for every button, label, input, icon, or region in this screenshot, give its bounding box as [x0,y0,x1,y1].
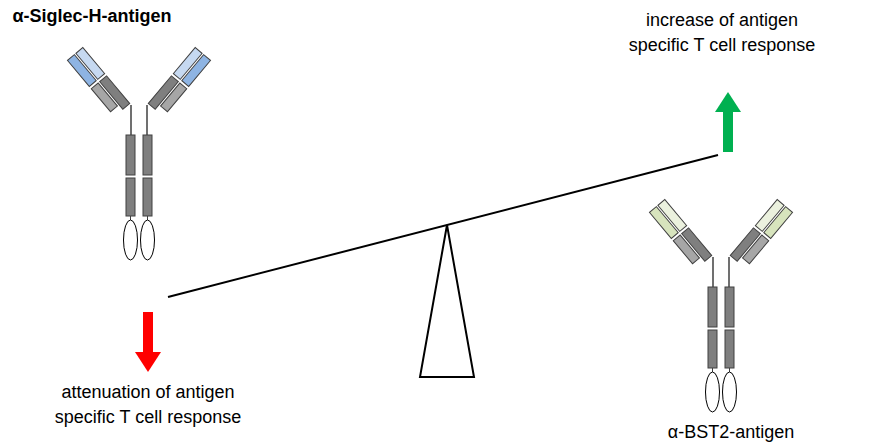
antibody-label: α-BST2-antigen [631,420,831,445]
effect-label: increase of antigen specific T cell resp… [615,8,830,58]
up-arrow [715,92,741,152]
antibody-label: α-Siglec-H-antigen [0,4,192,29]
antibody-bst2 [649,200,792,412]
effect-label: attenuation of antigen specific T cell r… [41,380,256,430]
down-arrow [135,312,161,372]
antibody-siglec-h [67,48,210,260]
fulcrum [420,225,474,377]
